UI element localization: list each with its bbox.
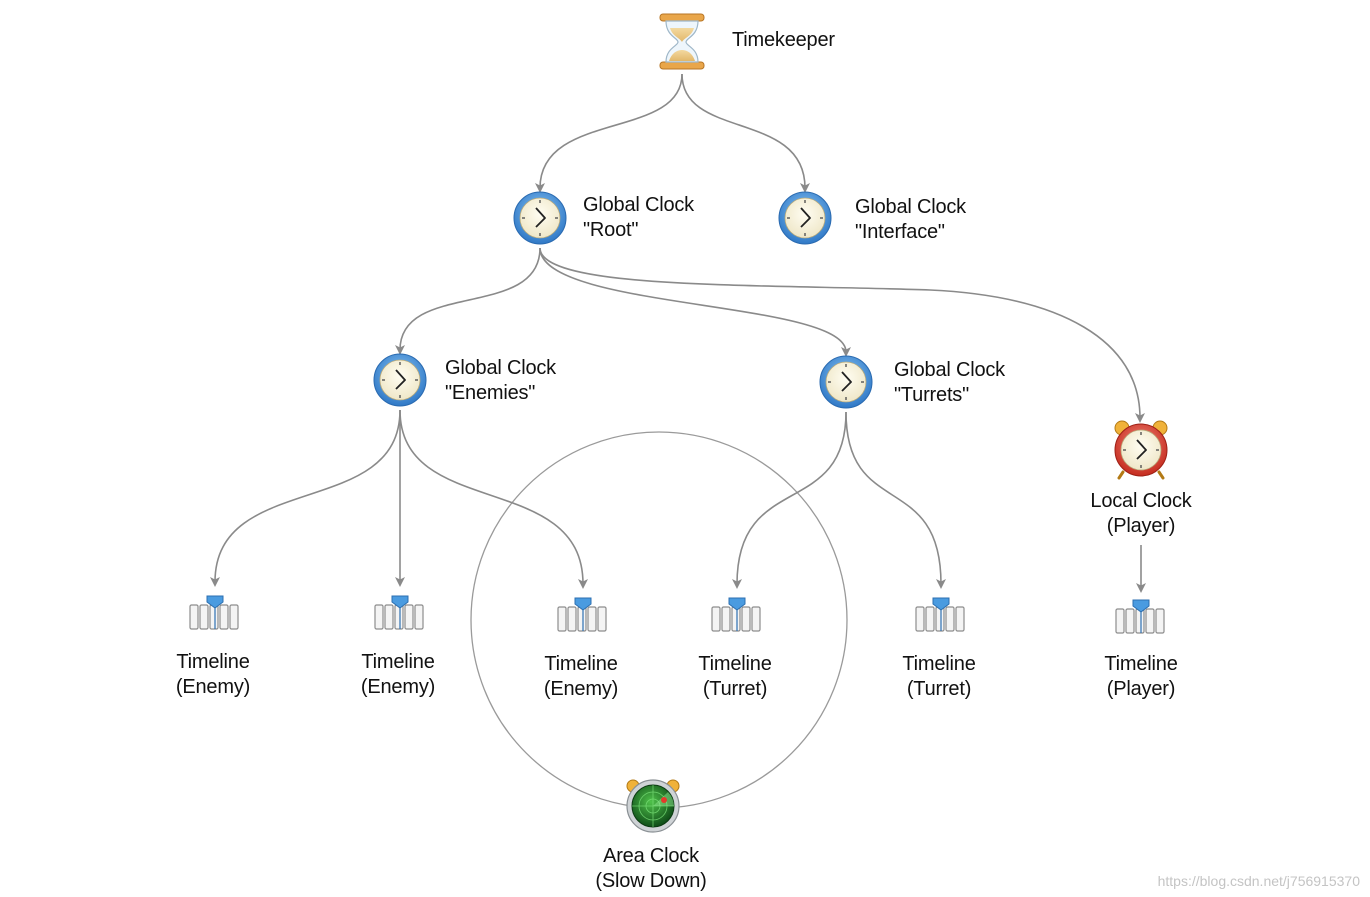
label-line: "Enemies" <box>445 382 536 404</box>
edge-enemies-tl3 <box>399 409 588 589</box>
label-line: (Slow Down) <box>595 870 707 892</box>
timeline-icon-turret-2 <box>915 597 965 632</box>
label-line: Timeline <box>544 653 618 675</box>
label-line: Timeline <box>698 653 772 675</box>
label-line: Area Clock <box>603 845 699 867</box>
label-line: (Enemy) <box>543 678 619 700</box>
label-line: (Enemy) <box>175 676 251 698</box>
label-line: (Player) <box>1106 515 1176 537</box>
clock-icon-root <box>513 191 567 245</box>
alarm-clock-icon <box>1114 420 1168 480</box>
label-timekeeper: Timekeeper <box>732 28 835 53</box>
label-line: Global Clock <box>894 359 1005 381</box>
label-line: "Root" <box>583 219 639 241</box>
area-clock-range <box>470 431 848 809</box>
label-area-clock: Area Clock (Slow Down) <box>595 844 706 894</box>
label-line: Global Clock <box>855 196 966 218</box>
label-line: Global Clock <box>445 357 556 379</box>
label-line: Timeline <box>176 651 250 673</box>
label-line: Global Clock <box>583 194 694 216</box>
edge-root-enemies <box>395 247 541 355</box>
timeline-icon-enemy-2 <box>374 595 424 630</box>
label-line: (Turret) <box>702 678 768 700</box>
clock-icon-interface <box>778 191 832 245</box>
label-line: (Enemy) <box>360 676 436 698</box>
timeline-icon-turret-1 <box>711 597 761 632</box>
label-clock-root: Global Clock "Root" <box>583 193 694 243</box>
timeline-icon-enemy-1 <box>189 595 239 630</box>
label-timeline-turret-2: Timeline (Turret) <box>902 652 975 702</box>
label-line: "Turrets" <box>894 384 969 406</box>
label-timeline-enemy-3: Timeline (Enemy) <box>544 652 618 702</box>
edge-root-player <box>539 247 1145 423</box>
edges <box>210 73 1146 593</box>
hourglass-icon <box>659 13 705 70</box>
label-line: Local Clock <box>1090 490 1192 512</box>
edge-timekeeper-root <box>535 73 683 193</box>
edge-enemies-tl1 <box>210 409 401 587</box>
radar-icon <box>626 779 680 833</box>
edge-root-turrets <box>539 247 851 357</box>
label-line: Timeline <box>902 653 976 675</box>
label-timeline-turret-1: Timeline (Turret) <box>698 652 771 702</box>
label-timeline-enemy-1: Timeline (Enemy) <box>176 650 250 700</box>
label-line: Timekeeper <box>732 29 835 51</box>
label-line: Timeline <box>361 651 435 673</box>
edge-turrets-tl1 <box>732 411 847 589</box>
label-line: (Player) <box>1106 678 1176 700</box>
clock-icon-enemies <box>373 353 427 407</box>
timeline-icon-player <box>1115 599 1165 634</box>
label-clock-turrets: Global Clock "Turrets" <box>894 358 1005 408</box>
clock-icon-turrets <box>819 355 873 409</box>
label-local-clock-player: Local Clock (Player) <box>1090 489 1191 539</box>
label-timeline-player: Timeline (Player) <box>1104 652 1177 702</box>
label-clock-enemies: Global Clock "Enemies" <box>445 356 556 406</box>
edge-turrets-tl2 <box>845 411 946 589</box>
label-line: Timeline <box>1104 653 1178 675</box>
label-line: "Interface" <box>855 221 945 243</box>
label-clock-interface: Global Clock "Interface" <box>855 195 966 245</box>
label-timeline-enemy-2: Timeline (Enemy) <box>361 650 435 700</box>
watermark: https://blog.csdn.net/j756915370 <box>1157 873 1360 889</box>
timeline-icon-enemy-3 <box>557 597 607 632</box>
label-line: (Turret) <box>906 678 972 700</box>
edge-timekeeper-interface <box>681 73 810 193</box>
